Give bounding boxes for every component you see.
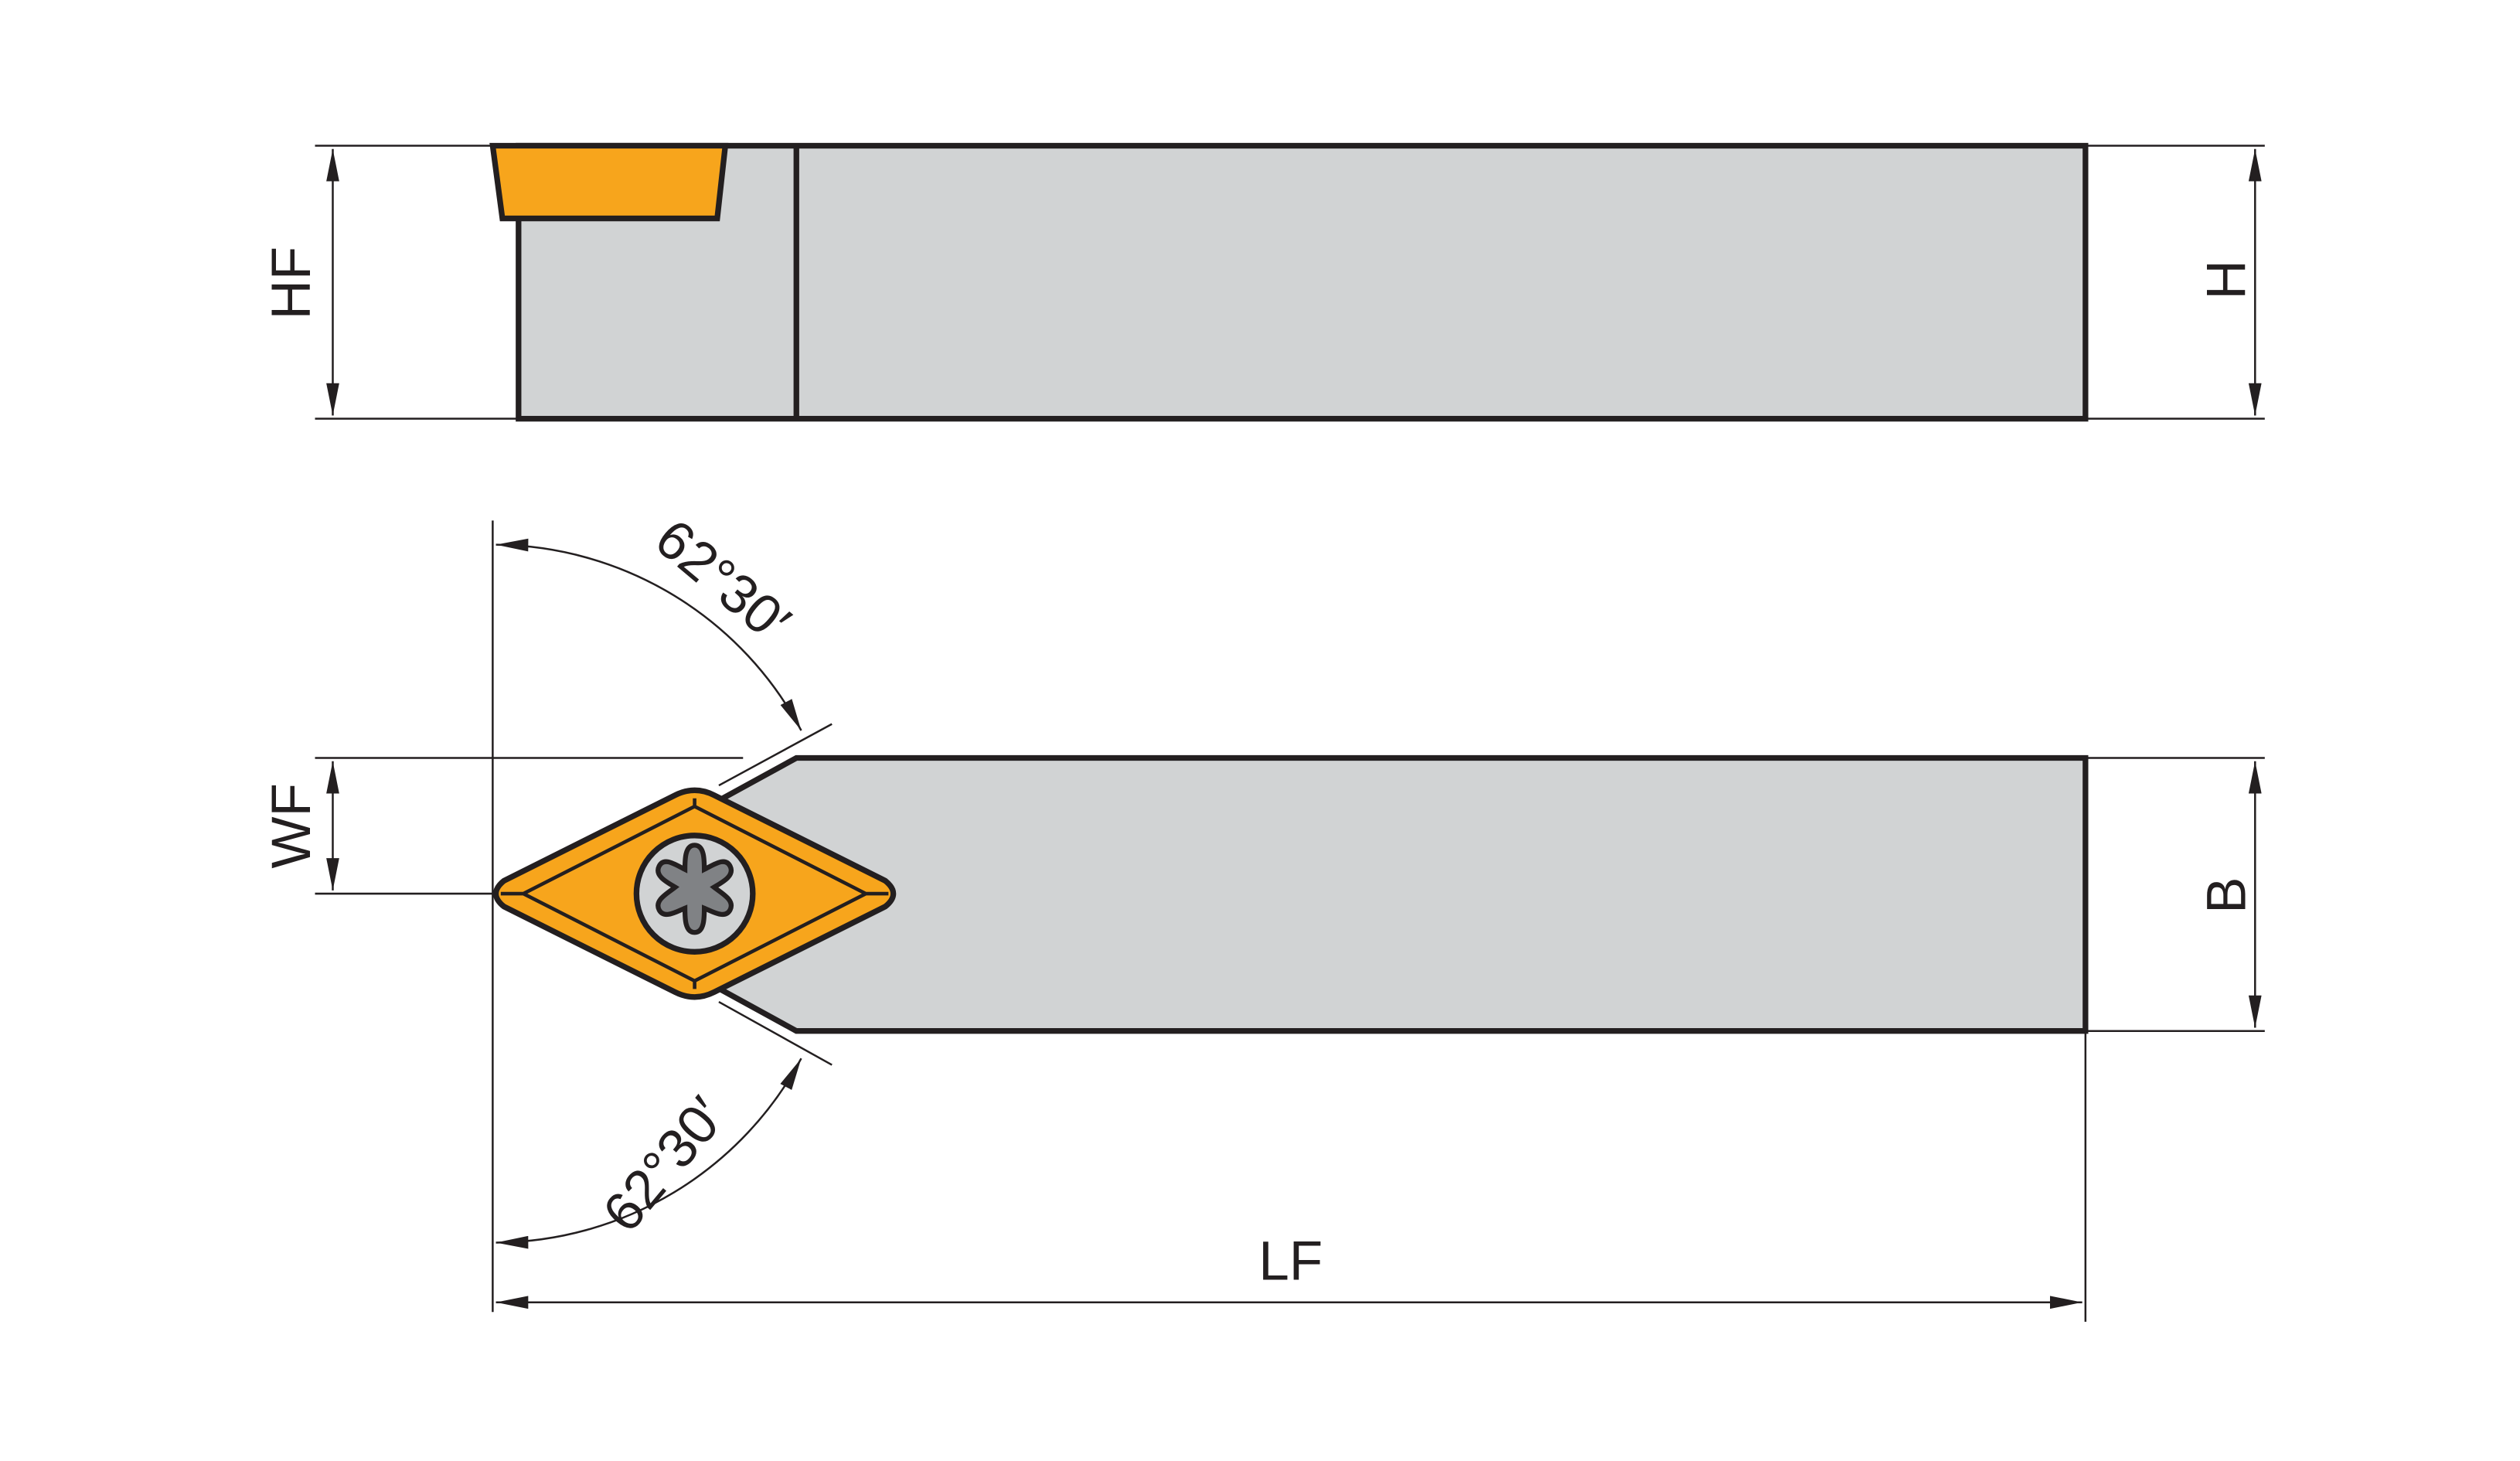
angle-bottom-arc — [495, 1057, 802, 1249]
h-label: H — [2197, 260, 2258, 299]
side-view: HF H — [261, 142, 2265, 422]
wf-label: WF — [261, 783, 322, 868]
angle-top-arc — [495, 538, 802, 731]
angle-bottom-label: 62°30′ — [591, 1086, 737, 1244]
b-label: B — [2197, 877, 2258, 913]
insert-side — [489, 142, 729, 222]
torx-icon — [656, 843, 734, 935]
top-view: WF B LF 62°30′ 62°30′ — [261, 508, 2265, 1322]
shank-side — [516, 142, 2089, 422]
lf-label: LF — [1258, 1231, 1323, 1292]
hf-label: HF — [261, 247, 322, 320]
